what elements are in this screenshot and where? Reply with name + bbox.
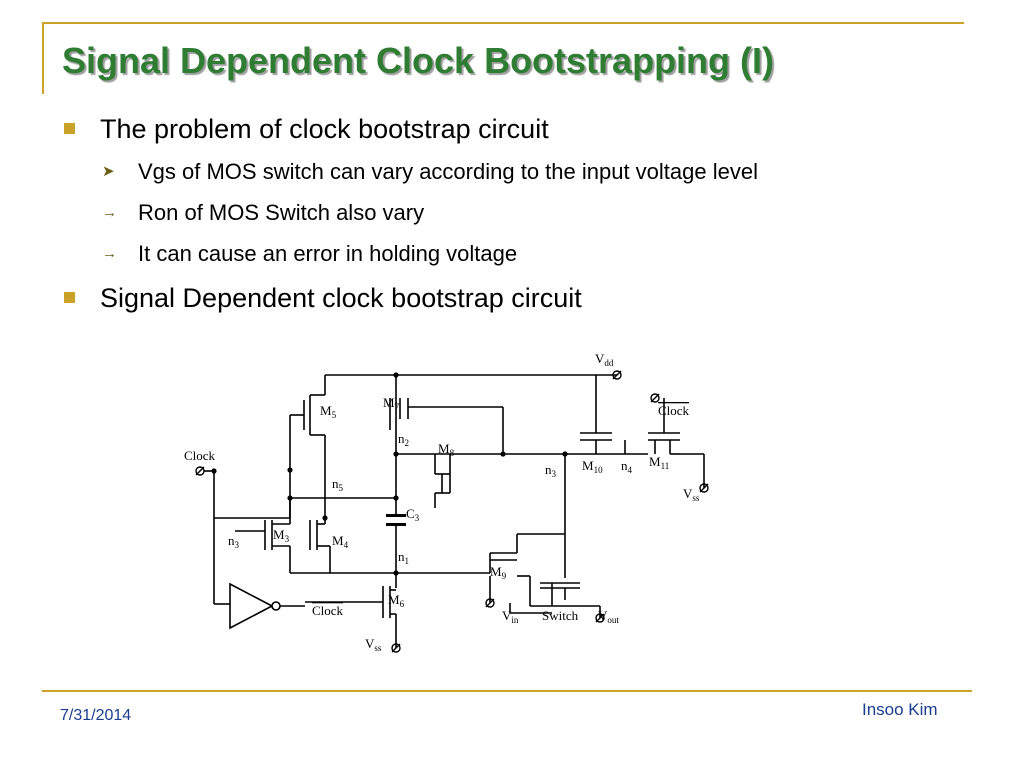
terminal-symbols <box>195 370 709 653</box>
bullet-text: Signal Dependent clock bootstrap circuit <box>100 283 582 313</box>
title-rule-horizontal <box>42 22 964 24</box>
n5-label: n5 <box>332 476 344 493</box>
sub-bullet-vgs: ➤ Vgs of MOS switch can vary according t… <box>60 158 960 186</box>
bootstrap-circuit-diagram: Vdd Clock Vss Clock Clock Vss Vin Switch… <box>184 351 709 653</box>
circuit-wires <box>204 374 705 648</box>
sub-bullet-ron: → Ron of MOS Switch also vary <box>60 199 960 227</box>
footer-rule <box>42 690 972 692</box>
slide-body: The problem of clock bootstrap circuit ➤… <box>60 112 960 327</box>
m5-label: M5 <box>320 403 337 420</box>
sub-bullet-list: ➤ Vgs of MOS switch can vary according t… <box>60 158 960 268</box>
n3-label: n3 <box>545 462 557 479</box>
inverter-symbol <box>229 582 305 630</box>
clock-bar-bottom-label: Clock <box>312 603 344 618</box>
sub-bullet-error: → It can cause an error in holding volta… <box>60 240 960 268</box>
circuit-junction-dots <box>211 372 568 576</box>
vdd-label: Vdd <box>595 351 614 368</box>
sub-bullet-text: Vgs of MOS switch can vary according to … <box>138 159 758 184</box>
vout-label: Vout <box>598 608 619 625</box>
title-rule-vertical <box>42 22 44 94</box>
n3-input-label: n3 <box>228 533 240 550</box>
n2-label: n2 <box>398 431 409 448</box>
m7-label: M7 <box>383 395 400 412</box>
bullet-problem: The problem of clock bootstrap circuit <box>60 112 960 146</box>
m9-label: M9 <box>490 564 507 581</box>
circuit-labels: Vdd Clock Vss Clock Clock Vss Vin Switch… <box>184 351 700 653</box>
vss-top-label: Vss <box>683 486 700 503</box>
chevron-bullet-icon: ➤ <box>102 163 115 180</box>
switch-label: Switch <box>542 608 579 623</box>
m11-label: M11 <box>649 454 669 471</box>
arrow-bullet-icon: → <box>102 245 117 262</box>
footer-date: 7/31/2014 <box>60 707 132 724</box>
square-bullet-icon <box>64 292 75 303</box>
bullet-text: The problem of clock bootstrap circuit <box>100 114 549 144</box>
n4-label: n4 <box>621 458 633 475</box>
n1-label: n1 <box>398 549 409 566</box>
vss-bottom-label: Vss <box>365 636 382 653</box>
clock-bar-top-label: Clock <box>658 403 690 418</box>
vin-label: Vin <box>502 608 519 625</box>
footer-author: Insoo Kim <box>862 700 938 719</box>
c3-label: C3 <box>406 506 420 523</box>
square-bullet-icon <box>64 123 75 134</box>
bullet-signal-dependent: Signal Dependent clock bootstrap circuit <box>60 281 960 315</box>
m8-label: M8 <box>438 441 455 458</box>
m3-label: M3 <box>273 527 290 544</box>
m10-label: M10 <box>582 458 603 475</box>
clock-input-label: Clock <box>184 448 216 463</box>
sub-bullet-text: Ron of MOS Switch also vary <box>138 200 425 225</box>
circuit-capacitor-c3 <box>386 514 406 526</box>
m4-label: M4 <box>332 533 349 550</box>
m6-label: M6 <box>388 592 405 609</box>
arrow-bullet-icon: → <box>102 204 117 221</box>
slide-title: Signal Dependent Clock Bootstrapping (I) <box>62 40 775 81</box>
sub-bullet-text: It can cause an error in holding voltage <box>138 241 518 266</box>
